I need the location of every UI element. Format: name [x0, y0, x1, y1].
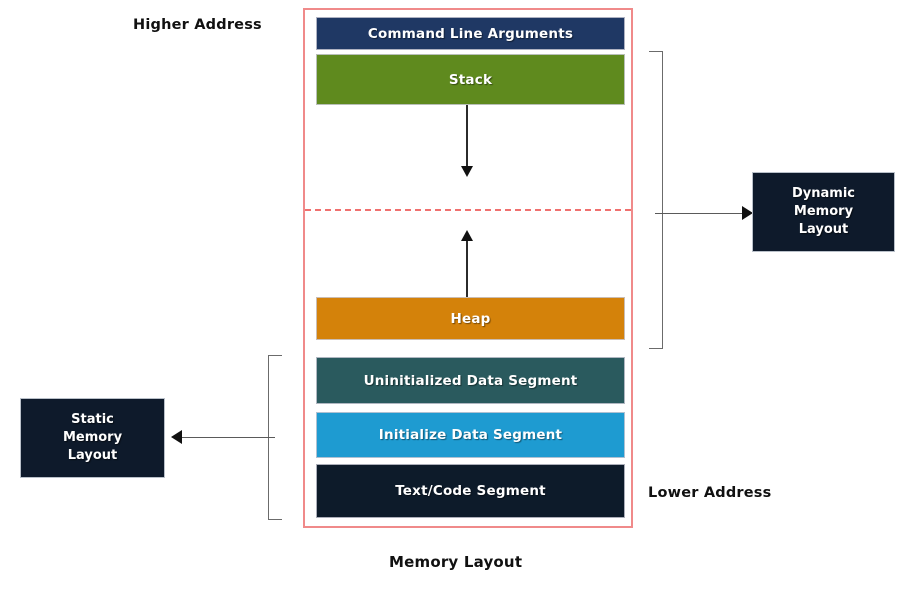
- segment-stack[interactable]: Stack: [316, 54, 625, 105]
- arrow-head-down-icon: [461, 166, 473, 177]
- diagram-caption: Memory Layout: [389, 553, 523, 571]
- static-connector-line: [182, 437, 275, 438]
- free-memory-divider: [305, 209, 631, 211]
- callout-static-memory-layout[interactable]: Static Memory Layout: [20, 398, 165, 478]
- segment-label: Command Line Arguments: [367, 25, 574, 42]
- stack-growth-arrow-down: [461, 105, 473, 177]
- segment-label: Initialize Data Segment: [378, 427, 563, 443]
- segment-label: Text/Code Segment: [395, 483, 546, 499]
- callout-line: Layout: [67, 448, 118, 463]
- segment-uninitialized-data[interactable]: Uninitialized Data Segment: [316, 357, 625, 404]
- segment-heap[interactable]: Heap: [316, 297, 625, 340]
- callout-line: Memory: [62, 430, 123, 445]
- arrow-head-up-icon: [461, 230, 473, 241]
- callout-dynamic-memory-layout[interactable]: Dynamic Memory Layout: [752, 172, 895, 252]
- segment-label: Uninitialized Data Segment: [363, 372, 578, 389]
- segment-label: Heap: [450, 310, 491, 327]
- segment-command-line-arguments[interactable]: Command Line Arguments: [316, 17, 625, 50]
- segment-text-code[interactable]: Text/Code Segment: [316, 464, 625, 518]
- dynamic-connector-line: [655, 213, 747, 214]
- segment-initialized-data[interactable]: Initialize Data Segment: [316, 412, 625, 458]
- heap-growth-arrow-up: [461, 230, 473, 297]
- higher-address-label: Higher Address: [133, 17, 262, 33]
- callout-line: Layout: [798, 222, 849, 237]
- callout-line: Memory: [793, 204, 854, 219]
- arrow-head-left-icon: [171, 430, 182, 444]
- arrow-head-right-icon: [742, 206, 753, 220]
- lower-address-label: Lower Address: [648, 485, 772, 501]
- dynamic-region-bracket: [649, 51, 663, 349]
- callout-line: Static: [71, 412, 114, 427]
- callout-line: Dynamic: [791, 186, 855, 201]
- segment-label: Stack: [448, 71, 493, 88]
